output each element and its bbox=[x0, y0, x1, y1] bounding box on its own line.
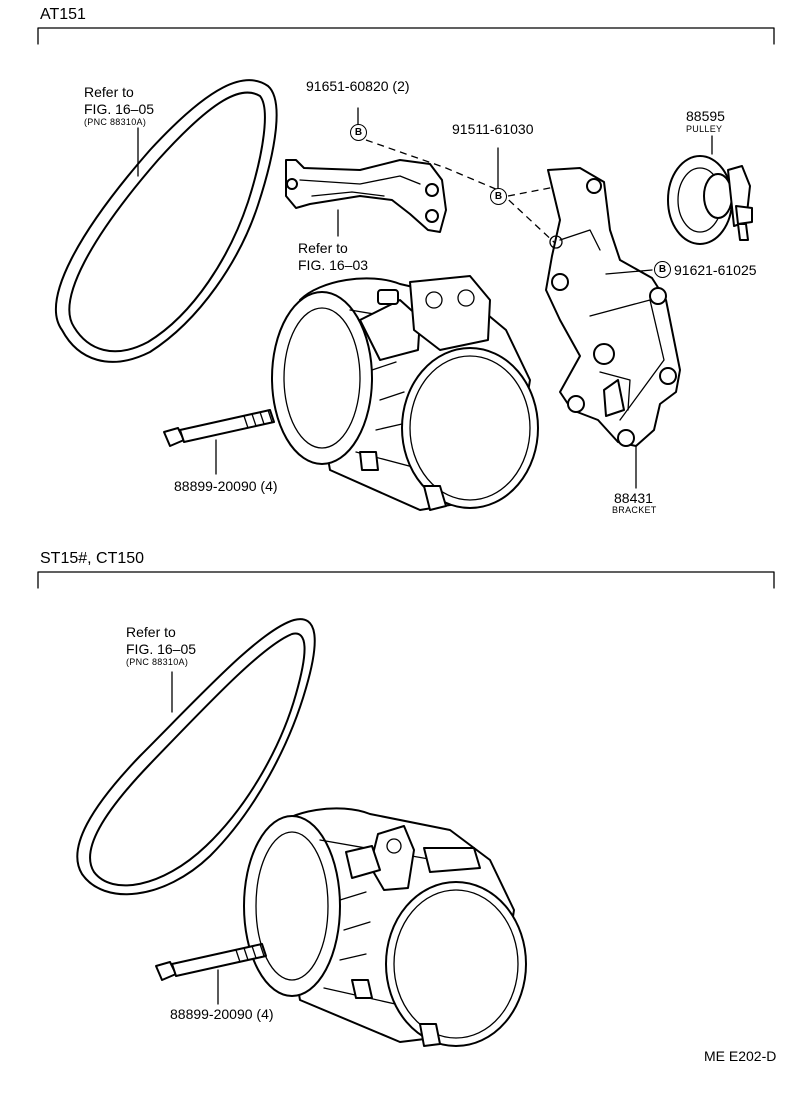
section-header-at151: AT151 bbox=[40, 6, 86, 23]
right-bolt-leader bbox=[605, 269, 653, 275]
compressor-bracket bbox=[545, 167, 681, 447]
belt-ref-line1-bottom: Refer to bbox=[126, 624, 176, 640]
belt-ref-line1: Refer to bbox=[84, 84, 134, 100]
compressor-top bbox=[271, 275, 539, 511]
section-header-st15-ct150: ST15#, CT150 bbox=[40, 550, 145, 567]
compressor-bottom bbox=[243, 807, 527, 1047]
bracket-ref-line2: FIG. 16–03 bbox=[298, 257, 369, 273]
bracket-ref-line1: Refer to bbox=[298, 240, 348, 256]
belt-ref-pnc-bottom: (PNC 88310A) bbox=[126, 657, 189, 667]
part-number-91511-61030: 91511-61030 bbox=[452, 121, 534, 137]
b-marker-top: B bbox=[350, 124, 367, 141]
part-number-91621-61025: 91621-61025 bbox=[674, 262, 757, 278]
b-marker-mid: B bbox=[490, 188, 507, 205]
part-name-bracket: BRACKET bbox=[612, 505, 657, 515]
idler-pulley bbox=[667, 155, 753, 245]
belt-ref-line2-bottom: FIG. 16–05 bbox=[126, 641, 197, 657]
part-name-pulley: PULLEY bbox=[686, 124, 723, 134]
part-number-91651-60820: 91651-60820 (2) bbox=[306, 78, 410, 94]
section-frame-st15 bbox=[37, 571, 775, 589]
belt-ref-pnc: (PNC 88310A) bbox=[84, 117, 147, 127]
b-marker-right: B bbox=[654, 261, 671, 278]
dashed-leader-1 bbox=[365, 139, 557, 245]
long-bolt-bottom bbox=[155, 943, 267, 981]
v-belt-top bbox=[54, 79, 278, 363]
part-number-88899-20090-bottom: 88899-20090 (4) bbox=[170, 1006, 274, 1022]
long-bolt-top bbox=[163, 409, 275, 447]
v-belt-bottom bbox=[76, 618, 316, 896]
part-number-88899-20090-top: 88899-20090 (4) bbox=[174, 478, 278, 494]
figure-code: ME E202-D bbox=[704, 1048, 777, 1064]
section-frame-at151 bbox=[37, 27, 775, 45]
belt-ref-line2: FIG. 16–05 bbox=[84, 101, 155, 117]
part-number-88431: 88431 bbox=[614, 490, 653, 506]
upper-bracket bbox=[285, 159, 447, 233]
part-number-88595: 88595 bbox=[686, 108, 725, 124]
